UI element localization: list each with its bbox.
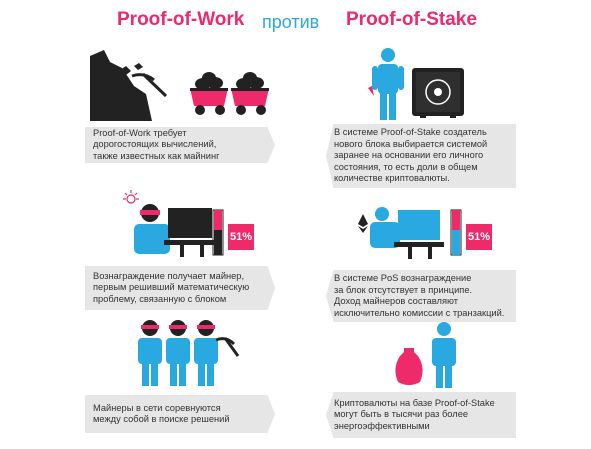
stakeholder-safe-illustration <box>368 48 464 120</box>
pos-text-3: Криптовалюты на базе Proof-of-Stake могу… <box>334 397 495 431</box>
pos-percent-badge: 51% <box>466 224 492 250</box>
pow-info-box-1: Proof-of-Work требует дорогостоящих вычи… <box>85 127 275 163</box>
miner-computer-illustration <box>123 190 216 257</box>
pow-text-2: Вознаграждение получает майнер, первым р… <box>93 270 250 304</box>
pos-text-2: В системе PoS вознаграждение за блок отс… <box>334 273 505 318</box>
staker-computer-illustration <box>358 207 444 259</box>
moneybag-person-illustration <box>395 322 456 388</box>
pow-text-1: Proof-of-Work требует дорогостоящих вычи… <box>93 127 220 161</box>
pos-info-box-1: В системе Proof-of-Stake создатель новог… <box>326 124 516 188</box>
pos-stake-bar <box>450 209 462 256</box>
pos-text-1: В системе Proof-of-Stake создатель новог… <box>334 127 488 184</box>
mining-illustration <box>90 50 269 121</box>
pow-info-box-3: Майнеры в сети соревнуются между собой в… <box>85 395 275 433</box>
pos-title: Proof-of-Stake <box>346 9 477 30</box>
pos-info-box-3: Криптовалюты на базе Proof-of-Stake могу… <box>326 392 516 438</box>
pow-text-3: Майнеры в сети соревнуются между собой в… <box>93 402 230 425</box>
pow-title: Proof-of-Work <box>117 9 245 30</box>
pow-info-box-2: Вознаграждение получает майнер, первым р… <box>85 266 275 310</box>
three-miners-illustration <box>138 320 240 386</box>
pow-hashpower-bar <box>212 209 224 256</box>
pos-info-box-2: В системе PoS вознаграждение за блок отс… <box>326 270 516 322</box>
pow-percent-badge: 51% <box>228 224 254 250</box>
versus-label: против <box>262 12 320 32</box>
